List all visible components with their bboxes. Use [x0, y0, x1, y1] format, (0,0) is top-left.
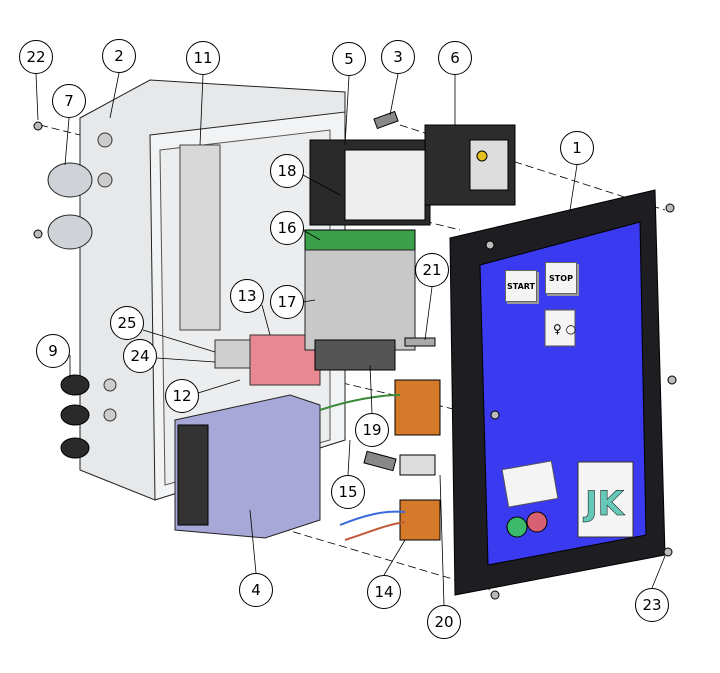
svg-text:♀ ○: ♀ ○	[553, 322, 576, 336]
callout-19: 19	[355, 413, 389, 447]
callout-9: 9	[36, 334, 70, 368]
terminal-covers	[304, 229, 416, 253]
small-glands	[60, 374, 90, 459]
start-button: START	[505, 270, 537, 302]
leader-lines	[35, 72, 666, 606]
callout-3: 3	[381, 40, 415, 74]
callout-5: 5	[332, 42, 366, 76]
callout-20: 20	[427, 605, 461, 639]
screws	[33, 121, 677, 600]
callout-4: 4	[239, 573, 273, 607]
callout-12: 12	[165, 379, 199, 413]
callout-2: 2	[102, 39, 136, 73]
terminal-blocks	[304, 249, 416, 351]
callout-22: 22	[19, 40, 53, 74]
electronic-module	[174, 394, 321, 539]
callout-14: 14	[367, 575, 401, 609]
callout-11: 11	[186, 41, 220, 75]
callout-13: 13	[230, 279, 264, 313]
callout-6: 6	[438, 41, 472, 75]
callout-21: 21	[415, 253, 449, 287]
callout-24: 24	[123, 339, 157, 373]
callout-25: 25	[110, 306, 144, 340]
callout-17: 17	[270, 285, 304, 319]
cable-glands	[47, 162, 93, 250]
connector-14	[399, 499, 441, 541]
callout-15: 15	[331, 475, 365, 509]
callout-16: 16	[270, 211, 304, 245]
callout-7: 7	[52, 84, 86, 118]
front-cover: JK ♀ ○	[449, 189, 666, 596]
callout-23: 23	[635, 588, 669, 622]
callout-1: 1	[560, 131, 594, 165]
callout-18: 18	[270, 154, 304, 188]
svg-text:JK: JK	[583, 484, 626, 524]
logo-plate	[577, 461, 634, 538]
bracket	[399, 454, 436, 476]
stop-button: STOP	[545, 262, 577, 294]
connector-19	[394, 379, 441, 436]
